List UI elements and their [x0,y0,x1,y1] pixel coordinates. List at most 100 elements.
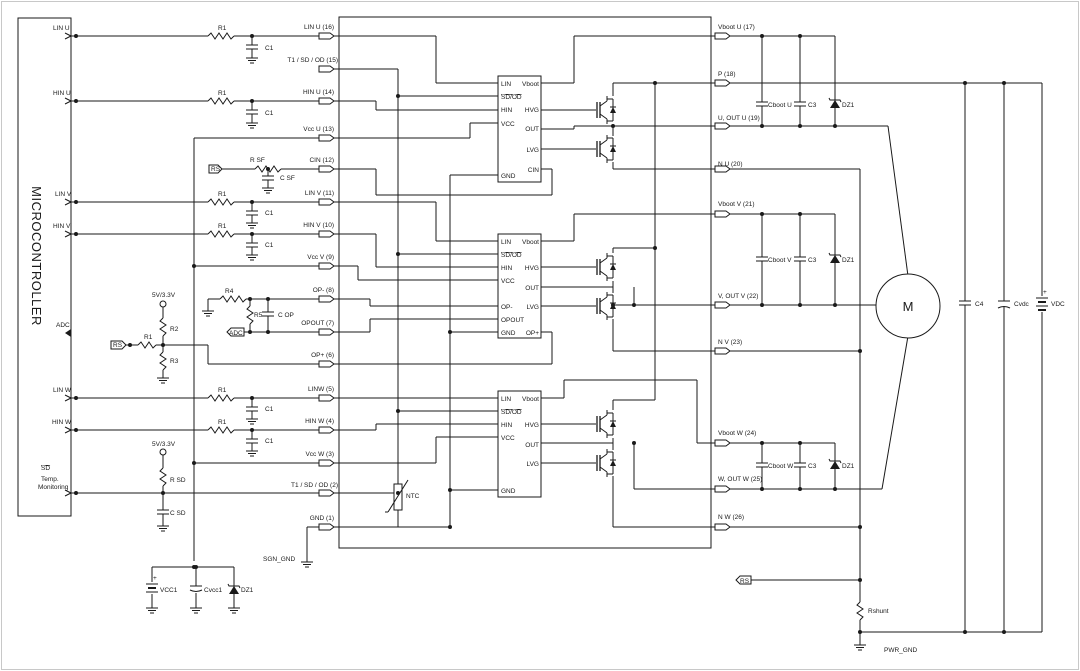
svg-text:C1: C1 [265,110,274,117]
vcc1-battery: + [146,575,158,593]
svg-text:VCC: VCC [501,278,515,285]
mcu-pin-hin-w: HIN W [52,419,72,426]
svg-text:LVG: LVG [526,461,539,468]
svg-text:Cboot U: Cboot U [768,102,792,109]
rs-tag-shunt: RS [735,575,752,585]
svg-text:C3: C3 [808,463,817,470]
svg-text:LVG: LVG [526,147,539,154]
svg-text:HIN W (4): HIN W (4) [305,418,334,425]
module-right-pin-labels: Vboot U (17) P (18) U, OUT U (19) N U (2… [718,24,762,521]
label-vdc: VDC [1051,301,1065,308]
svg-text:OP+ (6): OP+ (6) [311,352,334,359]
svg-text:HVG: HVG [525,265,539,272]
csd-cap [156,509,170,515]
svg-text:CIN (12): CIN (12) [309,157,334,164]
svg-text:+: + [1043,289,1047,296]
label-csf: C SF [280,175,295,182]
cboot-w-cap [755,462,769,468]
svg-text:SD/OD: SD/OD [501,409,522,416]
svg-text:U, OUT U (19): U, OUT U (19) [718,115,760,122]
svg-text:T1 / SD / OD (2): T1 / SD / OD (2) [291,482,338,489]
label-cvcc1: Cvcc1 [204,587,222,594]
csf-cap [261,175,275,181]
dz1-zener-u [828,97,842,109]
cboot-v-cap [755,256,769,262]
svg-text:P (18): P (18) [718,71,736,78]
right-component-labels: Cboot U C3 DZ1 Cboot V C3 DZ1 Cboot W C3… [406,102,1065,654]
label-pwr-gnd: PWR_GND [884,647,918,654]
label-r1-divider: R1 [144,334,153,341]
junction-dots-module [396,81,657,529]
label-cvdc: Cvdc [1014,301,1030,308]
svg-text:N W (26): N W (26) [718,514,744,521]
label-supply: 5V/3.3V [152,292,176,299]
svg-text:V, OUT V (22): V, OUT V (22) [718,293,758,300]
label-c4: C4 [975,301,984,308]
c1-cap-lin-v [245,210,259,216]
svg-text:Vcc U (13): Vcc U (13) [303,126,334,133]
svg-text:HIN: HIN [501,265,513,272]
motor-label: M [903,299,914,314]
svg-text:OUT: OUT [525,442,539,449]
svg-text:C1: C1 [265,45,274,52]
svg-text:SD/OD: SD/OD [501,252,522,259]
svg-text:LIN: LIN [501,81,511,88]
svg-text:N U (20): N U (20) [718,161,743,168]
svg-text:LIN: LIN [501,396,511,403]
c1-cap-lin-u [245,44,259,50]
svg-text:+: + [153,575,157,582]
svg-text:LVG: LVG [526,304,539,311]
svg-text:HIN: HIN [501,422,513,429]
svg-text:R1: R1 [218,387,227,394]
svg-text:RS: RS [211,166,221,173]
right-side-wiring [730,35,1043,640]
svg-text:GND: GND [501,488,516,495]
dz1-zener-vcc [227,583,241,595]
mcu-pin-lin-w: LIN W [53,387,72,394]
label-sgn-gnd: SGN_GND [263,556,295,563]
svg-text:Vboot V (21): Vboot V (21) [718,201,755,208]
label-ntc: NTC [406,493,420,500]
svg-text:DZ1: DZ1 [842,102,855,109]
driver-ic-u: LIN SD/OD HIN VCC GND Vboot HVG OUT LVG … [497,75,542,183]
svg-text:C1: C1 [265,210,274,217]
label-r1: R1 [218,25,227,32]
label-dz1: DZ1 [241,587,254,594]
left-side-wiring [71,32,319,608]
label-r3: R3 [170,358,179,365]
igbt-u-high [595,95,617,125]
svg-text:N V (23): N V (23) [718,339,742,346]
svg-text:Cboot W: Cboot W [768,463,794,470]
c3-cap-u [793,101,807,107]
svg-text:OUT: OUT [525,285,539,292]
svg-text:HVG: HVG [525,422,539,429]
svg-text:GND (1): GND (1) [310,515,334,522]
module-internal-wiring [334,35,553,528]
dz1-zener-v [828,252,842,264]
label-vcc1: VCC1 [160,587,178,594]
mcu-label: MICROCONTROLLER [29,186,44,326]
c1-cap-hin-w [245,438,259,444]
svg-text:C3: C3 [808,257,817,264]
label-cop: C OP [278,312,294,319]
svg-text:C1: C1 [265,242,274,249]
svg-text:Cboot V: Cboot V [768,257,792,264]
svg-text:OPOUT: OPOUT [501,317,524,324]
mcu-pin-hin-v: HIN V [53,223,71,230]
junction-dots-left [74,34,270,569]
igbt-w-low [595,448,617,478]
rs-tag-divider: RS [110,340,127,350]
svg-text:LIN: LIN [501,239,511,246]
microcontroller: MICROCONTROLLER LIN U HIN U LIN V HIN V … [17,17,72,517]
label-rshunt: Rshunt [868,608,889,615]
label-csd: C SD [170,510,186,517]
label-rsd: R SD [170,477,186,484]
c1-cap-hin-v [245,242,259,248]
motor: M [875,273,941,339]
svg-text:VCC: VCC [501,435,515,442]
svg-text:OP-: OP- [501,304,513,311]
svg-text:C1: C1 [265,438,274,445]
